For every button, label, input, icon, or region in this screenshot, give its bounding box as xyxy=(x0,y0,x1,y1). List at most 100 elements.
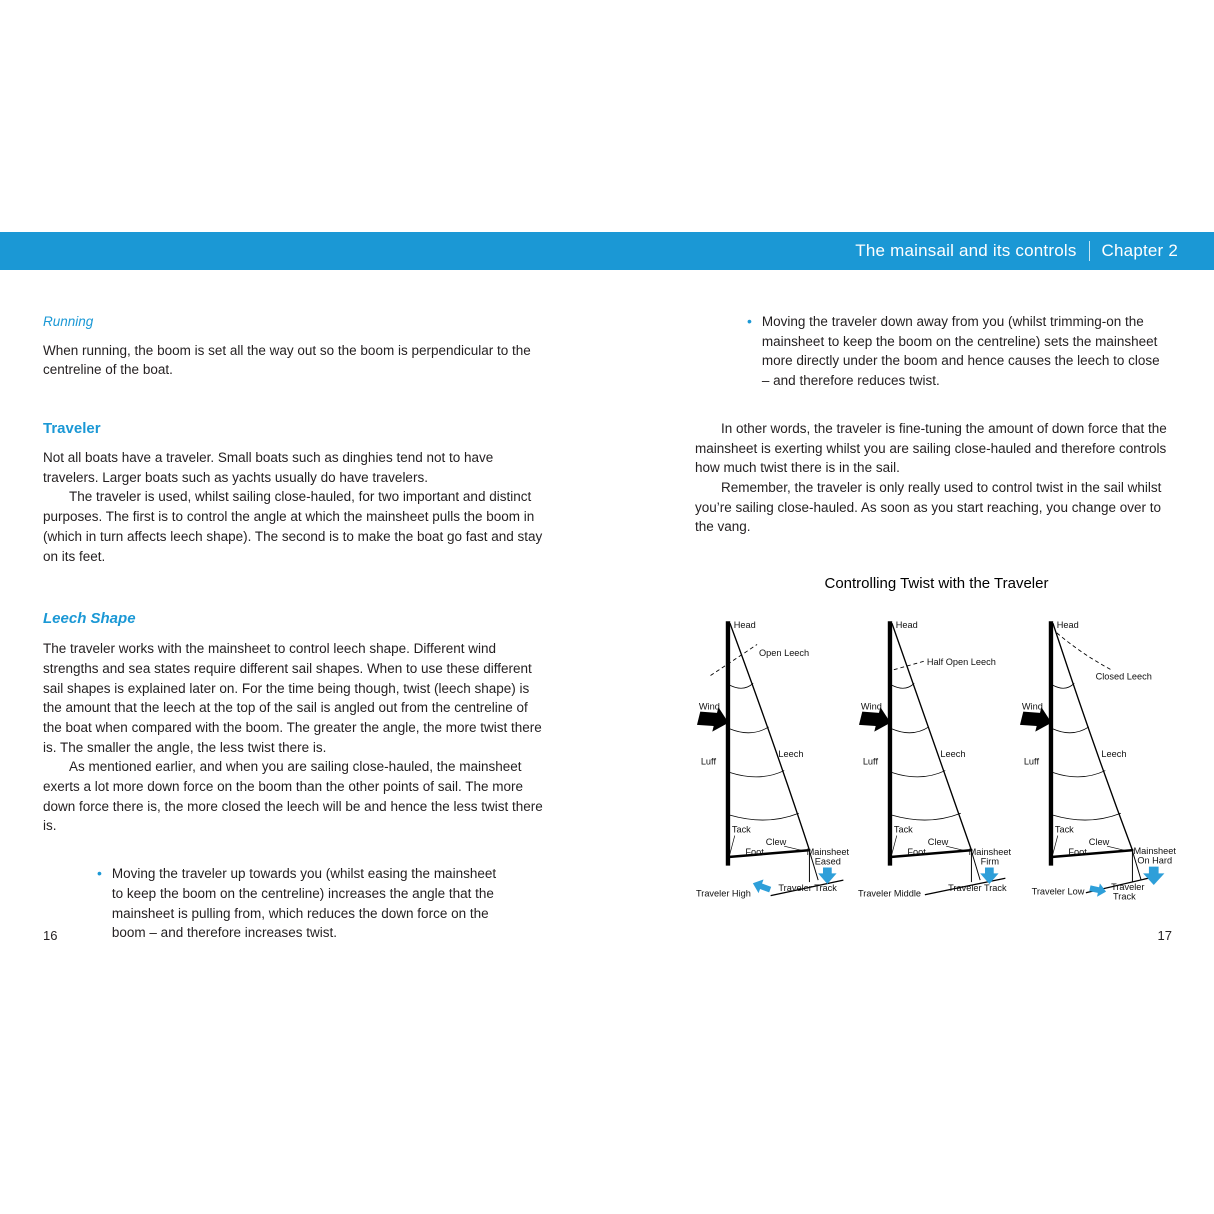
boom xyxy=(891,848,972,859)
batten-line xyxy=(891,682,914,689)
leech-curve xyxy=(1052,622,1134,851)
mainsheet-label-line1: Mainsheet xyxy=(1133,846,1176,856)
wind-arrow-icon xyxy=(696,707,729,732)
leech-curve xyxy=(890,622,972,851)
luff-label: Luff xyxy=(701,757,717,767)
bullet-marker-icon: • xyxy=(97,865,102,882)
leech-label: Leech xyxy=(1101,749,1126,759)
running-heading: Running xyxy=(43,314,94,329)
chapter-header-band: The mainsail and its controls Chapter 2 xyxy=(0,232,1214,270)
mainsheet-label-line2: On Hard xyxy=(1137,856,1172,866)
bullet-item-reduce-twist: • Moving the traveler down away from you… xyxy=(747,312,1167,391)
foot-label: Foot xyxy=(907,847,926,857)
luff-label: Luff xyxy=(1024,757,1040,767)
batten-line xyxy=(891,770,945,778)
batten-line xyxy=(891,726,929,734)
traveler-position-label: Traveler Low xyxy=(1032,887,1085,897)
traveler-position-label: Traveler High xyxy=(696,889,751,899)
tack-label: Tack xyxy=(732,825,751,835)
batten-line xyxy=(1052,812,1121,821)
right-page-column: • Moving the traveler down away from you… xyxy=(695,312,1178,907)
batten-line xyxy=(1052,770,1106,778)
head-label: Head xyxy=(895,620,917,630)
clew-leader-line xyxy=(784,845,805,852)
mainsheet-line xyxy=(970,850,981,881)
batten-line xyxy=(1052,726,1089,734)
mainsheet-label-line1: Mainsheet xyxy=(968,847,1011,857)
mainsheet-line xyxy=(808,850,819,881)
batten-line xyxy=(729,682,754,689)
wind-arrow-icon xyxy=(858,707,891,732)
luff-label: Luff xyxy=(862,757,878,767)
batten-line xyxy=(729,770,785,778)
traveler-track-line xyxy=(770,879,844,897)
mainsheet-hard-arrow-icon xyxy=(1143,866,1165,885)
boom xyxy=(1052,848,1134,859)
traveler-heading: Traveler xyxy=(43,420,101,438)
half-open-leech-dashed-line xyxy=(893,660,925,671)
leech-shape-paragraph-1: The traveler works with the mainsheet to… xyxy=(43,641,542,755)
figure-title: Controlling Twist with the Traveler xyxy=(824,575,1049,593)
foot-label: Foot xyxy=(1068,847,1087,857)
clew-leader-line xyxy=(945,845,967,852)
sail-diagram-traveler-high: Head Open Leech Wind Luff Leech Tack Cle… xyxy=(696,620,850,899)
left-page-column: Running When running, the boom is set al… xyxy=(43,312,548,943)
sail-diagram-traveler-middle: Head Half Open Leech Wind Luff Leech Tac… xyxy=(857,620,1011,899)
mainsheet-label-line1: Mainsheet xyxy=(807,847,850,857)
chapter-header-title: The mainsail and its controls xyxy=(855,241,1077,260)
traveler-track-label-line2: Track xyxy=(1113,891,1136,901)
traveler-direction-arrow-icon xyxy=(752,879,772,894)
tack-label: Tack xyxy=(893,825,912,835)
wind-label: Wind xyxy=(860,701,881,711)
leech-curve xyxy=(729,622,811,851)
bullet-marker-icon: • xyxy=(747,313,752,329)
chapter-header-number: Chapter 2 xyxy=(1101,241,1178,260)
running-paragraph: When running, the boom is set all the wa… xyxy=(43,342,531,378)
wind-label: Wind xyxy=(699,701,720,711)
bullet-text-reduce-twist: Moving the traveler down away from you (… xyxy=(761,314,1160,389)
leech-label: Leech xyxy=(778,749,803,759)
right-page-number: 17 xyxy=(1157,928,1172,943)
mainsheet-firm-arrow-icon xyxy=(979,867,999,884)
bullet-item-increase-twist: • Moving the traveler up towards you (wh… xyxy=(97,864,502,943)
batten-line xyxy=(891,812,961,821)
tack-leader-line xyxy=(891,835,897,854)
leech-shape-heading: Leech Shape xyxy=(43,610,136,628)
leech-state-label: Open Leech xyxy=(759,648,809,658)
tack-label: Tack xyxy=(1055,825,1074,835)
traveler-position-label: Traveler Middle xyxy=(857,889,920,899)
batten-line xyxy=(729,812,799,821)
traveler-track-label: Traveler Track xyxy=(948,883,1007,893)
foot-label: Foot xyxy=(745,847,764,857)
mainsheet-line xyxy=(1131,850,1142,881)
head-label: Head xyxy=(1057,620,1079,630)
mainsheet-ease-arrow-icon xyxy=(818,867,837,884)
traveler-track-label-line1: Traveler xyxy=(1111,882,1144,892)
leech-state-label: Half Open Leech xyxy=(926,657,995,667)
left-page-number: 16 xyxy=(43,928,58,943)
wind-arrow-icon xyxy=(1019,707,1052,732)
boom xyxy=(729,848,811,859)
tack-leader-line xyxy=(1052,835,1059,854)
head-label: Head xyxy=(734,620,756,630)
wind-label: Wind xyxy=(1022,701,1043,711)
traveler-direction-arrow-icon xyxy=(1089,883,1107,897)
clew-label: Clew xyxy=(927,837,948,847)
clew-label: Clew xyxy=(1089,837,1110,847)
right-paragraph-2: Remember, the traveler is only really us… xyxy=(695,479,1162,535)
leech-state-label: Closed Leech xyxy=(1096,671,1152,681)
batten-line xyxy=(1052,682,1075,689)
tack-leader-line xyxy=(729,835,736,854)
leech-label: Leech xyxy=(940,749,965,759)
header-separator-line xyxy=(1088,241,1090,261)
mainsheet-label-line2: Eased xyxy=(815,857,841,867)
bullet-text-increase-twist: Moving the traveler up towards you (whil… xyxy=(111,866,497,941)
open-leech-dashed-line xyxy=(710,644,758,676)
leech-shape-paragraph-2: As mentioned earlier, and when you are s… xyxy=(43,759,543,834)
traveler-diagrams-row: Head Open Leech Wind Luff Leech Tack Cle… xyxy=(695,607,1178,907)
batten-line xyxy=(729,726,769,734)
traveler-paragraph-1: Not all boats have a traveler. Small boa… xyxy=(43,450,494,485)
traveler-paragraph-2: The traveler is used, whilst sailing clo… xyxy=(43,489,543,564)
mainsheet-label-line2: Firm xyxy=(980,857,999,867)
